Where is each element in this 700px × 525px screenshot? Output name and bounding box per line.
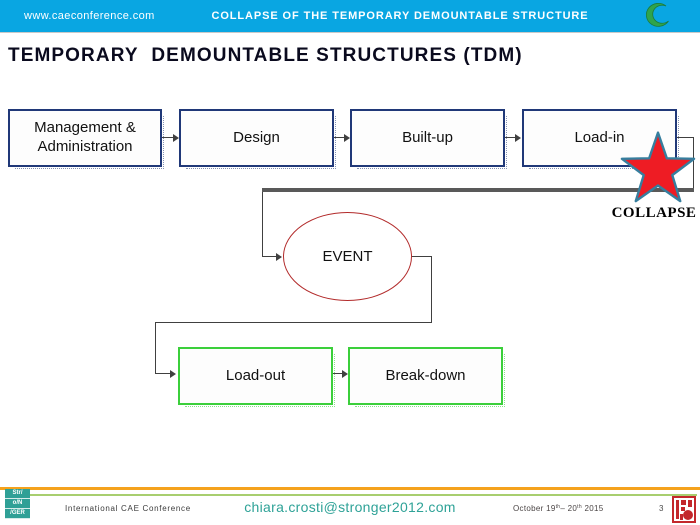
connector-line	[333, 373, 343, 374]
header-url-link[interactable]: www.caeconference.com	[24, 10, 155, 22]
flow-box-label: Load-in	[574, 128, 625, 146]
flow-box-load-out[interactable]: Load-out	[178, 347, 335, 407]
connector-line	[431, 256, 432, 323]
flow-box-label: Design	[233, 128, 280, 146]
arrow-right-icon	[515, 134, 521, 142]
connector-line	[505, 137, 516, 138]
footer-email-link[interactable]: chiara.crosti@stronger2012.com	[244, 499, 456, 515]
header-bar: www.caeconference.com COLLAPSE OF THE TE…	[0, 0, 700, 33]
connector-line	[334, 137, 345, 138]
flow-ellipse-event[interactable]: EVENT	[283, 212, 412, 301]
flow-box-label: Break-down	[385, 366, 466, 384]
footer-rule-green	[22, 494, 697, 496]
connector-line	[412, 256, 432, 257]
collapse-label: COLLAPSE	[611, 205, 697, 221]
arrow-right-icon	[173, 134, 179, 142]
red-seal-icon	[672, 496, 696, 523]
flow-box-break-down[interactable]: Break-down	[348, 347, 505, 407]
footer-rule-orange	[0, 487, 700, 490]
green-crescent-icon	[645, 2, 669, 27]
arrow-right-icon	[342, 370, 348, 378]
connector-line	[263, 256, 277, 257]
connector-line	[155, 322, 432, 323]
arrow-right-icon	[276, 253, 282, 261]
stronger-logo-line: o/N	[5, 499, 30, 509]
connector-line	[262, 192, 263, 257]
flow-box-load-in[interactable]: Load-in	[522, 109, 679, 169]
flow-box-label: Built-up	[402, 128, 453, 146]
event-label: EVENT	[322, 248, 373, 265]
stronger-logo-line: /GER	[5, 509, 30, 519]
stronger-logo: Str/ o/N /GER	[5, 489, 30, 519]
flow-box-built-up[interactable]: Built-up	[350, 109, 507, 169]
page-title: TEMPORARY DEMOUNTABLE STRUCTURES (TDM)	[8, 45, 523, 66]
flow-box-design[interactable]: Design	[179, 109, 336, 169]
connector-line	[155, 322, 156, 374]
page-number: 3	[659, 504, 664, 513]
connector-line	[162, 137, 174, 138]
flow-box-management-administration[interactable]: Management & Administration	[8, 109, 164, 169]
flow-box-label: Load-out	[225, 366, 286, 384]
arrow-right-icon	[344, 134, 350, 142]
red-star-icon	[620, 131, 696, 203]
connector-thick-line	[262, 188, 694, 192]
footer-conference-text: International CAE Conference	[65, 504, 191, 513]
header-title: COLLAPSE OF THE TEMPORARY DEMOUNTABLE ST…	[211, 10, 589, 22]
flow-box-label: Management & Administration	[34, 119, 136, 155]
connector-line	[677, 137, 694, 138]
stronger-logo-line: Str/	[5, 489, 30, 499]
arrow-right-icon	[170, 370, 176, 378]
footer-date: October 19th– 20th 2015	[513, 504, 604, 513]
connector-line	[156, 373, 171, 374]
connector-line	[693, 137, 694, 190]
